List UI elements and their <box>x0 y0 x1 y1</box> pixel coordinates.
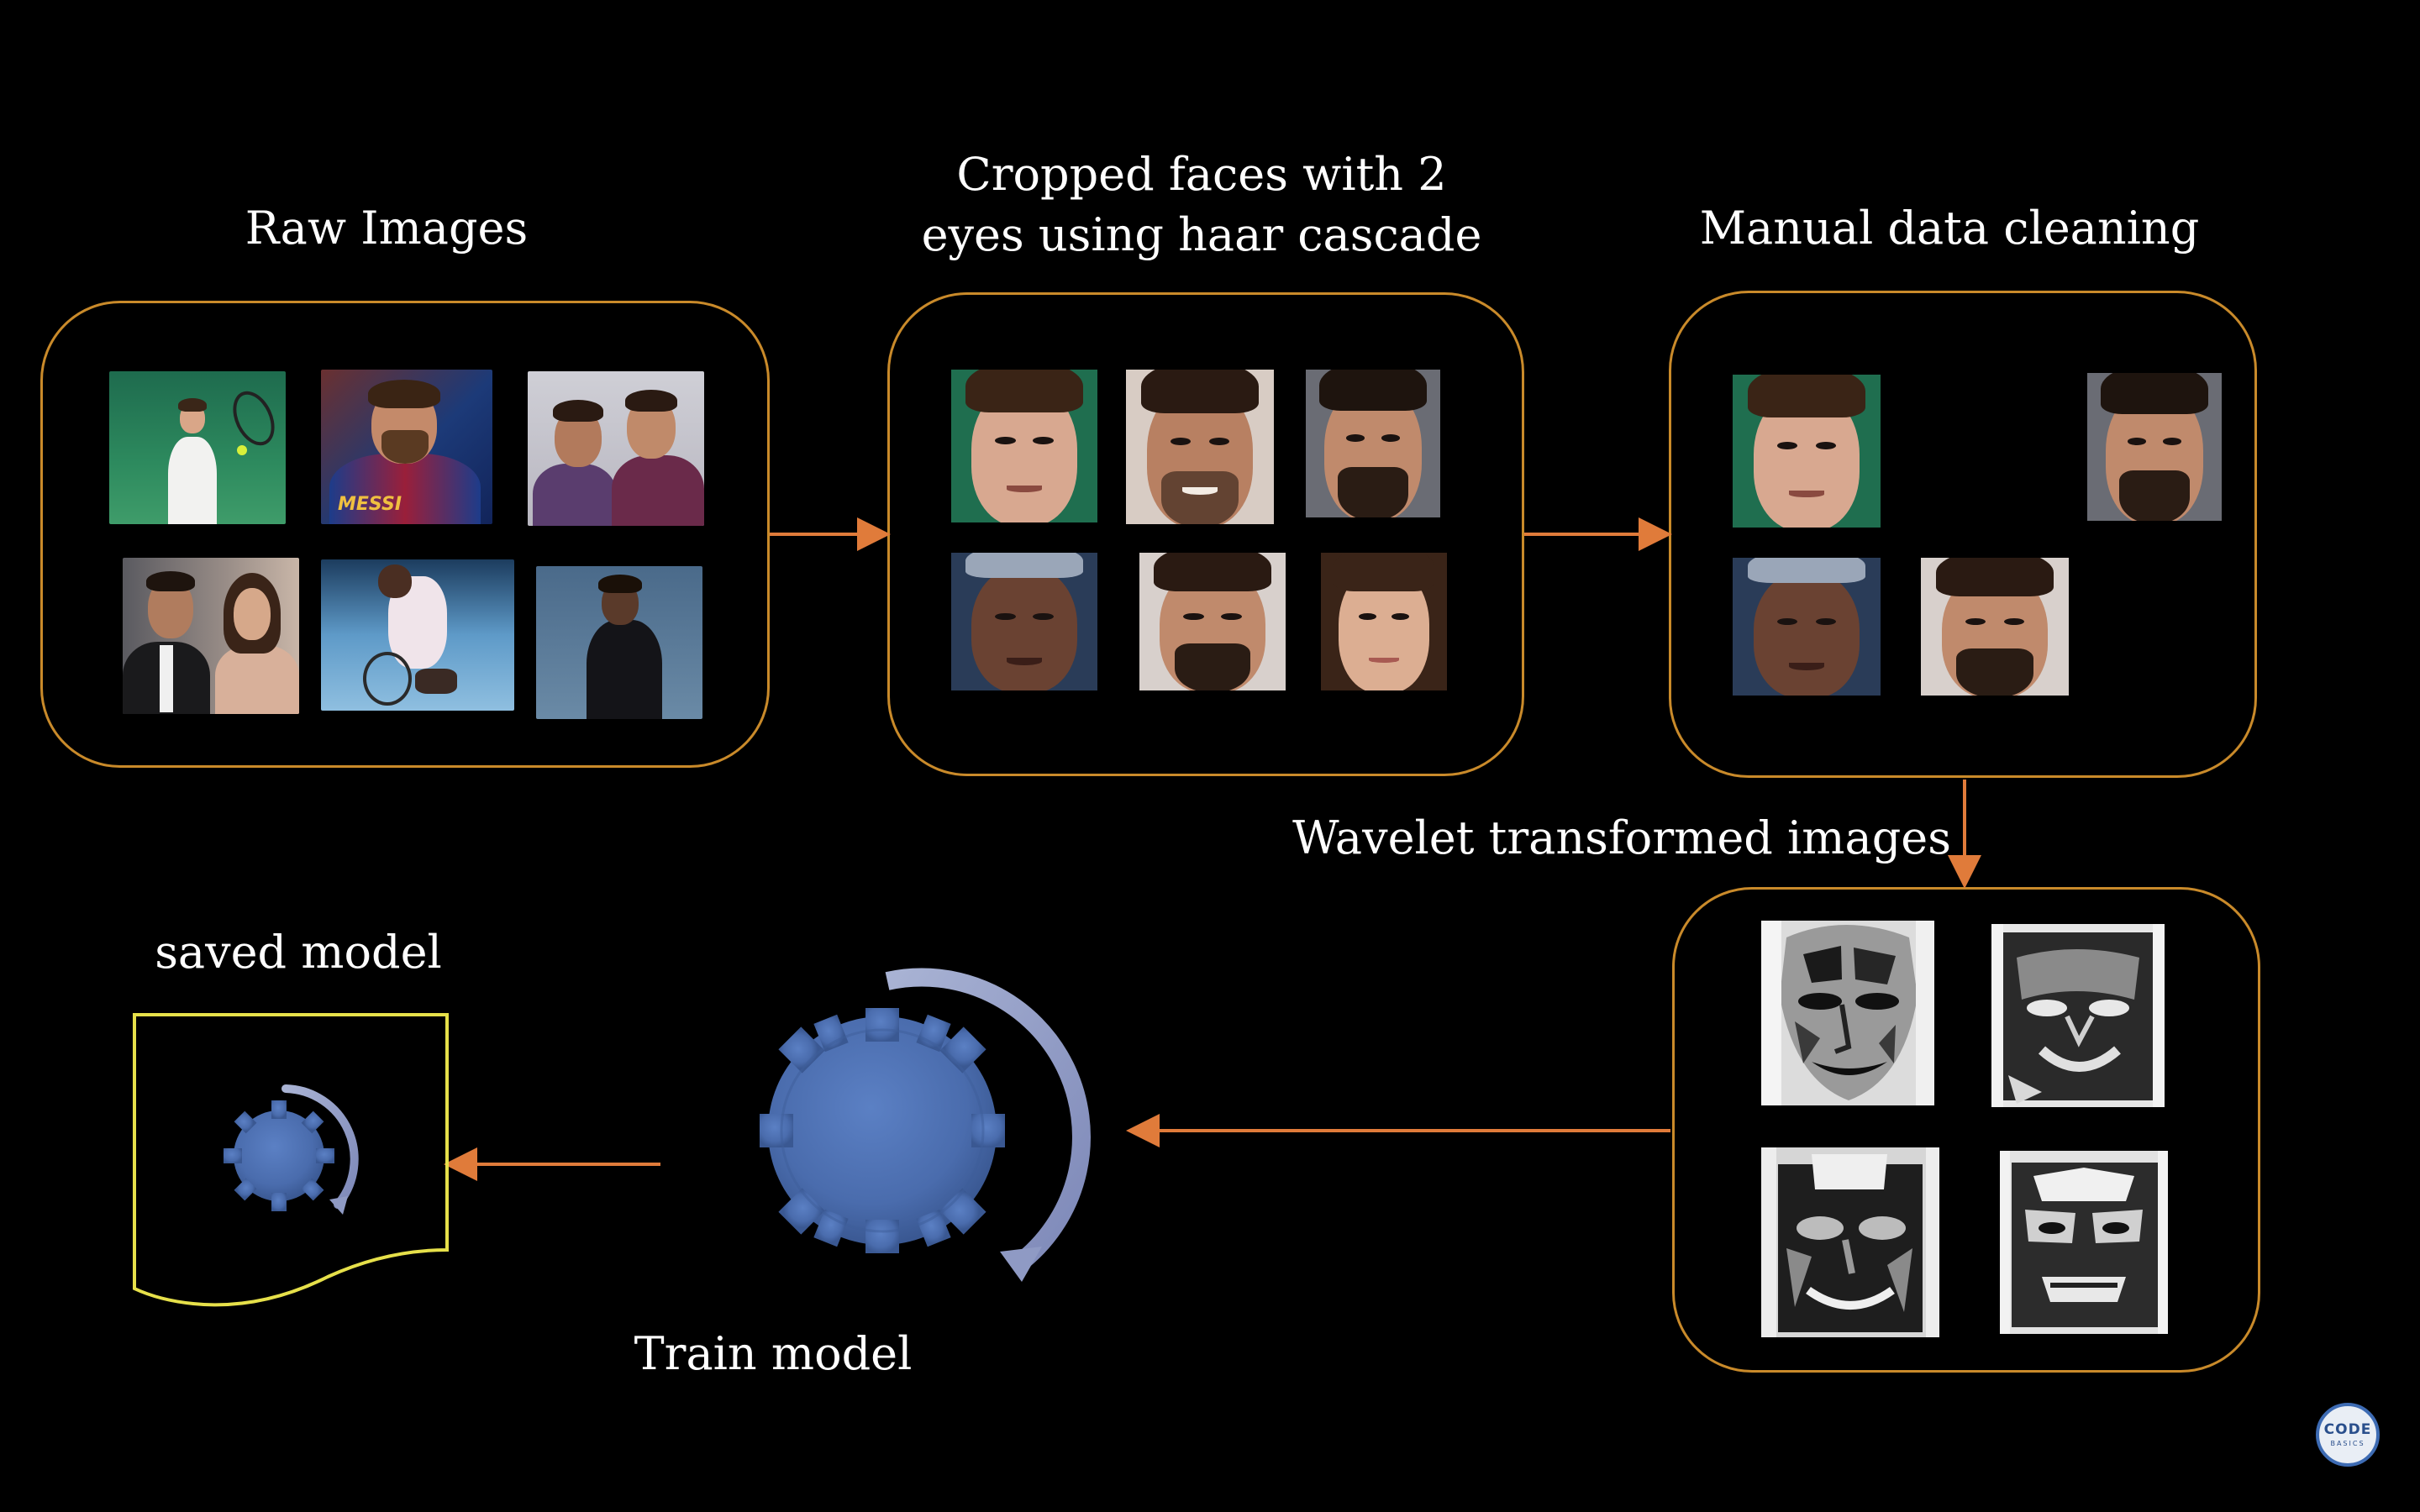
saved-model-title: saved model <box>155 926 442 979</box>
saved-model-document <box>133 1013 449 1307</box>
logo-text-basics: BASICS <box>2330 1440 2365 1447</box>
cropped-faces-title-line1: Cropped faces with 2 <box>956 148 1447 201</box>
manual-cleaning-title: Manual data cleaning <box>1699 202 2200 255</box>
cleaned-face-4 <box>1921 558 2069 696</box>
small-gear-icon <box>224 1084 359 1215</box>
cleaned-face-2 <box>2087 373 2222 521</box>
wavelet-image-4 <box>2000 1151 2168 1334</box>
train-model-gear-icon <box>760 968 1091 1282</box>
raw-image-tennis-player-crouching <box>321 559 514 711</box>
wavelet-image-1 <box>1761 921 1934 1105</box>
raw-images-title: Raw Images <box>245 202 529 255</box>
cropped-face-1 <box>951 370 1097 522</box>
raw-image-two-cricketers <box>528 371 704 526</box>
cropped-faces-title-line2: eyes using haar cascade <box>921 208 1482 261</box>
codebasics-logo: CODE BASICS <box>2316 1403 2380 1467</box>
raw-image-tennis-player-black <box>536 566 702 719</box>
cleaned-face-1 <box>1733 375 1881 528</box>
cropped-face-6 <box>1321 553 1447 690</box>
wavelet-image-3 <box>1761 1147 1939 1337</box>
train-model-title: Train model <box>634 1327 913 1380</box>
cropped-face-4 <box>951 553 1097 690</box>
wavelet-title: Wavelet transformed images <box>1292 811 1951 864</box>
raw-image-tennis-player <box>109 371 286 524</box>
logo-text-code: CODE <box>2323 1421 2372 1438</box>
cleaned-face-3 <box>1733 558 1881 696</box>
cropped-face-3 <box>1306 370 1440 517</box>
raw-image-football-player: MESSI <box>321 370 492 524</box>
raw-image-couple <box>123 558 299 714</box>
wavelet-image-2 <box>1991 924 2165 1107</box>
cropped-face-5 <box>1139 553 1286 690</box>
raw-images-box <box>40 301 770 768</box>
cropped-face-2 <box>1126 370 1274 524</box>
